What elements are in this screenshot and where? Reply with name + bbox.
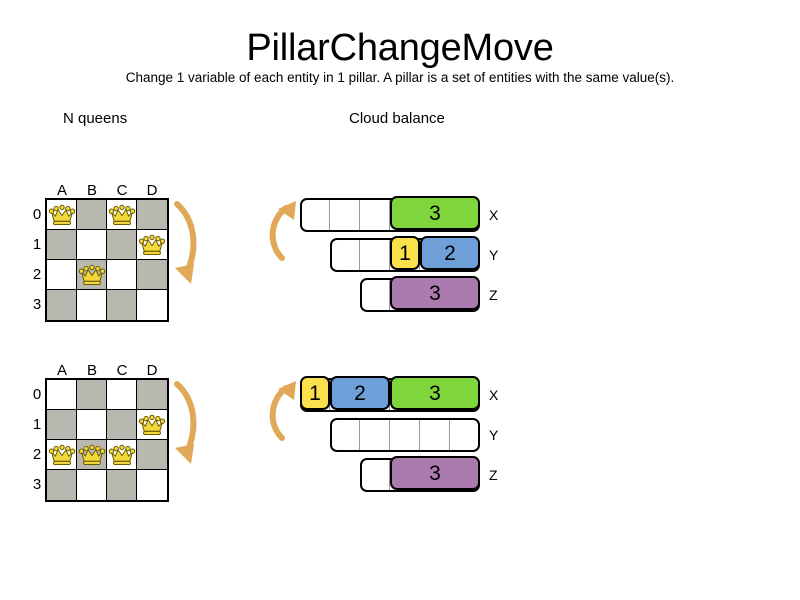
board-cell-A2[interactable] <box>47 260 77 290</box>
board-cell-D0[interactable] <box>137 200 167 230</box>
page-subtitle: Change 1 variable of each entity in 1 pi… <box>125 70 675 85</box>
cloud-bar-tick <box>332 240 360 270</box>
cloud-bar-tick <box>362 460 390 490</box>
cloud-machine-label-z: Z <box>489 287 498 303</box>
board-column-label-c: C <box>116 362 128 379</box>
cloud-capacity-bar-y[interactable] <box>330 418 480 452</box>
board-row-label-2: 2 <box>32 266 42 283</box>
board-row-label-3: 3 <box>32 296 42 313</box>
board-cell-D2[interactable] <box>137 260 167 290</box>
cloud-bar-tick <box>390 420 420 450</box>
board-cell-C3[interactable] <box>107 290 137 320</box>
board-cell-C1[interactable] <box>107 230 137 260</box>
cloud-process-segment-2[interactable]: 2 <box>330 376 390 410</box>
board-cell-C1[interactable] <box>107 410 137 440</box>
cloud-process-segment-3[interactable]: 3 <box>390 196 480 230</box>
section-heading-nqueens: N queens <box>63 110 128 127</box>
board-column-label-b: B <box>86 362 97 379</box>
cloud-process-segment-1[interactable]: 1 <box>390 236 420 270</box>
board-column-label-d: D <box>146 182 158 199</box>
board-column-label-c: C <box>116 182 128 199</box>
board-row-label-0: 0 <box>32 386 42 403</box>
board-cell-B0[interactable] <box>77 200 107 230</box>
board-cell-C2[interactable] <box>107 260 137 290</box>
cloud-machine-row-y: Y <box>0 418 560 452</box>
board-cell-B3[interactable] <box>77 470 107 500</box>
cloud-machine-label-y: Y <box>489 427 499 443</box>
cloud-bar-tick <box>330 200 360 230</box>
board-cell-D3[interactable] <box>137 470 167 500</box>
board-column-label-a: A <box>56 182 67 199</box>
board-cell-D3[interactable] <box>137 290 167 320</box>
board-cell-D2[interactable] <box>137 440 167 470</box>
board-column-label-b: B <box>86 182 97 199</box>
page-title: PillarChangeMove <box>246 27 554 69</box>
board-cell-B1[interactable] <box>77 230 107 260</box>
cloud-bar-tick <box>360 420 390 450</box>
cloud-bar-tick <box>420 420 450 450</box>
cloud-process-segment-3[interactable]: 3 <box>390 456 480 490</box>
cloud-bar-tick <box>362 280 390 310</box>
nqueens-move-arrow-bottom-icon <box>174 381 197 464</box>
cloud-machine-label-x: X <box>489 207 499 223</box>
cloud-machine-label-z: Z <box>489 467 498 483</box>
board-cell-A1[interactable] <box>47 230 77 260</box>
board-cell-B3[interactable] <box>77 290 107 320</box>
cloud-bar-tick <box>302 200 330 230</box>
board-cell-C0[interactable] <box>107 380 137 410</box>
board-column-label-d: D <box>146 362 158 379</box>
board-cell-D0[interactable] <box>137 380 167 410</box>
board-cell-A3[interactable] <box>47 290 77 320</box>
cloud-machine-label-x: X <box>489 387 499 403</box>
cloud-process-segment-2[interactable]: 2 <box>420 236 480 270</box>
cloud-machine-label-y: Y <box>489 247 499 263</box>
board-row-label-0: 0 <box>32 206 42 223</box>
board-cell-B1[interactable] <box>77 410 107 440</box>
board-cell-B0[interactable] <box>77 380 107 410</box>
board-row-label-3: 3 <box>32 476 42 493</box>
board-column-label-a: A <box>56 362 67 379</box>
cloud-process-segment-1[interactable]: 1 <box>300 376 330 410</box>
cloud-bar-tick <box>360 240 390 270</box>
section-heading-cloud: Cloud balance <box>349 110 445 127</box>
board-row-label-1: 1 <box>32 236 42 253</box>
cloud-bar-tick <box>450 420 478 450</box>
board-cell-A3[interactable] <box>47 470 77 500</box>
nqueens-move-arrow-top-icon <box>174 201 197 284</box>
cloud-bar-tick <box>360 200 390 230</box>
cloud-move-arrow-top-icon <box>269 201 296 261</box>
board-row-label-2: 2 <box>32 446 42 463</box>
board-cell-C3[interactable] <box>107 470 137 500</box>
cloud-move-arrow-bottom-icon <box>269 381 296 441</box>
cloud-bar-tick <box>332 420 360 450</box>
board-row-label-1: 1 <box>32 416 42 433</box>
cloud-process-segment-3[interactable]: 3 <box>390 276 480 310</box>
cloud-process-segment-3[interactable]: 3 <box>390 376 480 410</box>
board-cell-A1[interactable] <box>47 410 77 440</box>
board-cell-A0[interactable] <box>47 380 77 410</box>
